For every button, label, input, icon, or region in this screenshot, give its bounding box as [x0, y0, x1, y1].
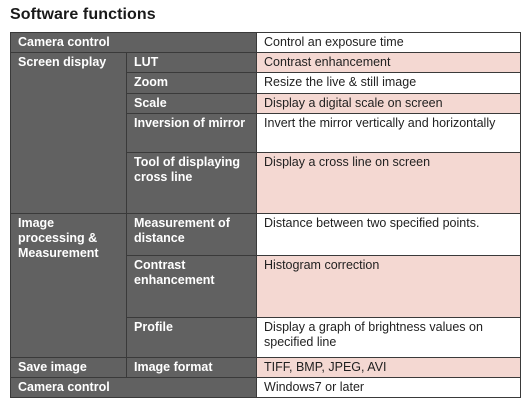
table-row: Tool of displaying cross line Display a … — [11, 152, 522, 214]
table-row: Contrast enhancement Histogram correctio… — [11, 255, 522, 318]
description-cell: Resize the live & still image — [256, 72, 522, 94]
description-cell: Histogram correction — [256, 255, 522, 318]
category-cell: Camera control — [9, 377, 258, 398]
software-functions-table: Camera control Control an exposure time … — [9, 32, 522, 398]
page-title: Software functions — [10, 6, 156, 23]
function-cell: Tool of displaying cross line — [125, 152, 258, 214]
description-cell: TIFF, BMP, JPEG, AVI — [256, 357, 522, 378]
description-cell: Windows7 or later — [256, 377, 522, 398]
category-cell: Image processing & Measurement — [10, 213, 127, 358]
function-cell: Measurement of distance — [125, 213, 258, 256]
category-cell: Camera control — [9, 32, 258, 53]
description-cell: Invert the mirror vertically and horizon… — [256, 113, 522, 153]
function-cell: Zoom — [125, 72, 258, 94]
table-row: Image processing & Measurement Measureme… — [10, 213, 522, 358]
table-row: Zoom Resize the live & still image — [11, 72, 522, 94]
function-cell: Profile — [125, 317, 258, 358]
function-cell: Image format — [125, 357, 258, 378]
table-row: Screen display LUT Contrast enhancement — [10, 52, 522, 214]
description-cell: Display a graph of brightness values on … — [256, 317, 522, 358]
table-row: Scale Display a digital scale on screen — [11, 93, 522, 114]
table-row: Save image Image format TIFF, BMP, JPEG,… — [10, 357, 522, 378]
category-cell: Screen display — [10, 52, 127, 214]
function-cell: Scale — [125, 93, 258, 114]
category-cell: Save image — [10, 357, 127, 378]
description-cell: Contrast enhancement — [256, 52, 522, 73]
description-cell: Control an exposure time — [256, 32, 522, 53]
table-row: Profile Display a graph of brightness va… — [11, 317, 522, 358]
description-cell: Display a cross line on screen — [256, 152, 522, 214]
table-row: Camera control Windows7 or later — [9, 377, 522, 398]
function-cell: Contrast enhancement — [125, 255, 258, 318]
table-row: Camera control Control an exposure time — [9, 32, 522, 53]
table-row: Inversion of mirror Invert the mirror ve… — [11, 113, 522, 153]
description-cell: Display a digital scale on screen — [256, 93, 522, 114]
function-cell: LUT — [125, 52, 258, 73]
description-cell: Distance between two specified points. — [256, 213, 522, 256]
function-cell: Inversion of mirror — [125, 113, 258, 153]
